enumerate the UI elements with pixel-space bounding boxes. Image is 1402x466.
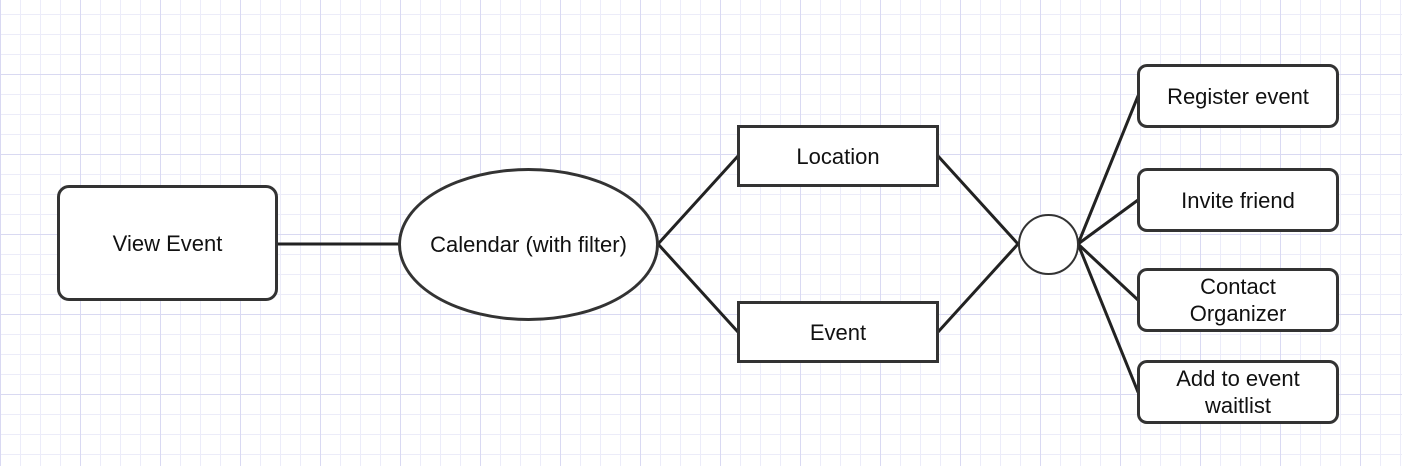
edge-junction-add-to-waitlist (1076, 242, 1140, 394)
node-location[interactable]: Location (737, 125, 939, 187)
edge-junction-contact-organizer (1076, 242, 1140, 302)
node-calendar[interactable]: Calendar (with filter) (398, 168, 659, 321)
node-register-event-label: Register event (1167, 83, 1309, 109)
node-event[interactable]: Event (737, 301, 939, 363)
edge-location-junction (936, 154, 1020, 246)
node-event-label: Event (809, 319, 867, 345)
edge-junction-register-event (1076, 94, 1140, 246)
node-invite-friend[interactable]: Invite friend (1137, 168, 1339, 232)
node-contact-organizer[interactable]: Contact Organizer (1137, 268, 1339, 332)
node-view-event[interactable]: View Event (57, 185, 278, 301)
edge-calendar-event (656, 242, 740, 334)
node-add-to-waitlist[interactable]: Add to event waitlist (1137, 360, 1339, 424)
edge-event-junction (936, 242, 1020, 334)
node-register-event[interactable]: Register event (1137, 64, 1339, 128)
node-calendar-label: Calendar (with filter) (430, 232, 627, 257)
node-contact-organizer-label: Contact Organizer (1189, 274, 1287, 326)
node-add-to-waitlist-label: Add to event waitlist (1176, 366, 1300, 418)
node-location-label: Location (796, 143, 880, 169)
edge-junction-invite-friend (1076, 198, 1140, 246)
edge-calendar-location (656, 154, 740, 246)
node-view-event-label: View Event (112, 230, 223, 256)
node-junction[interactable] (1018, 214, 1079, 275)
node-invite-friend-label: Invite friend (1181, 187, 1295, 213)
